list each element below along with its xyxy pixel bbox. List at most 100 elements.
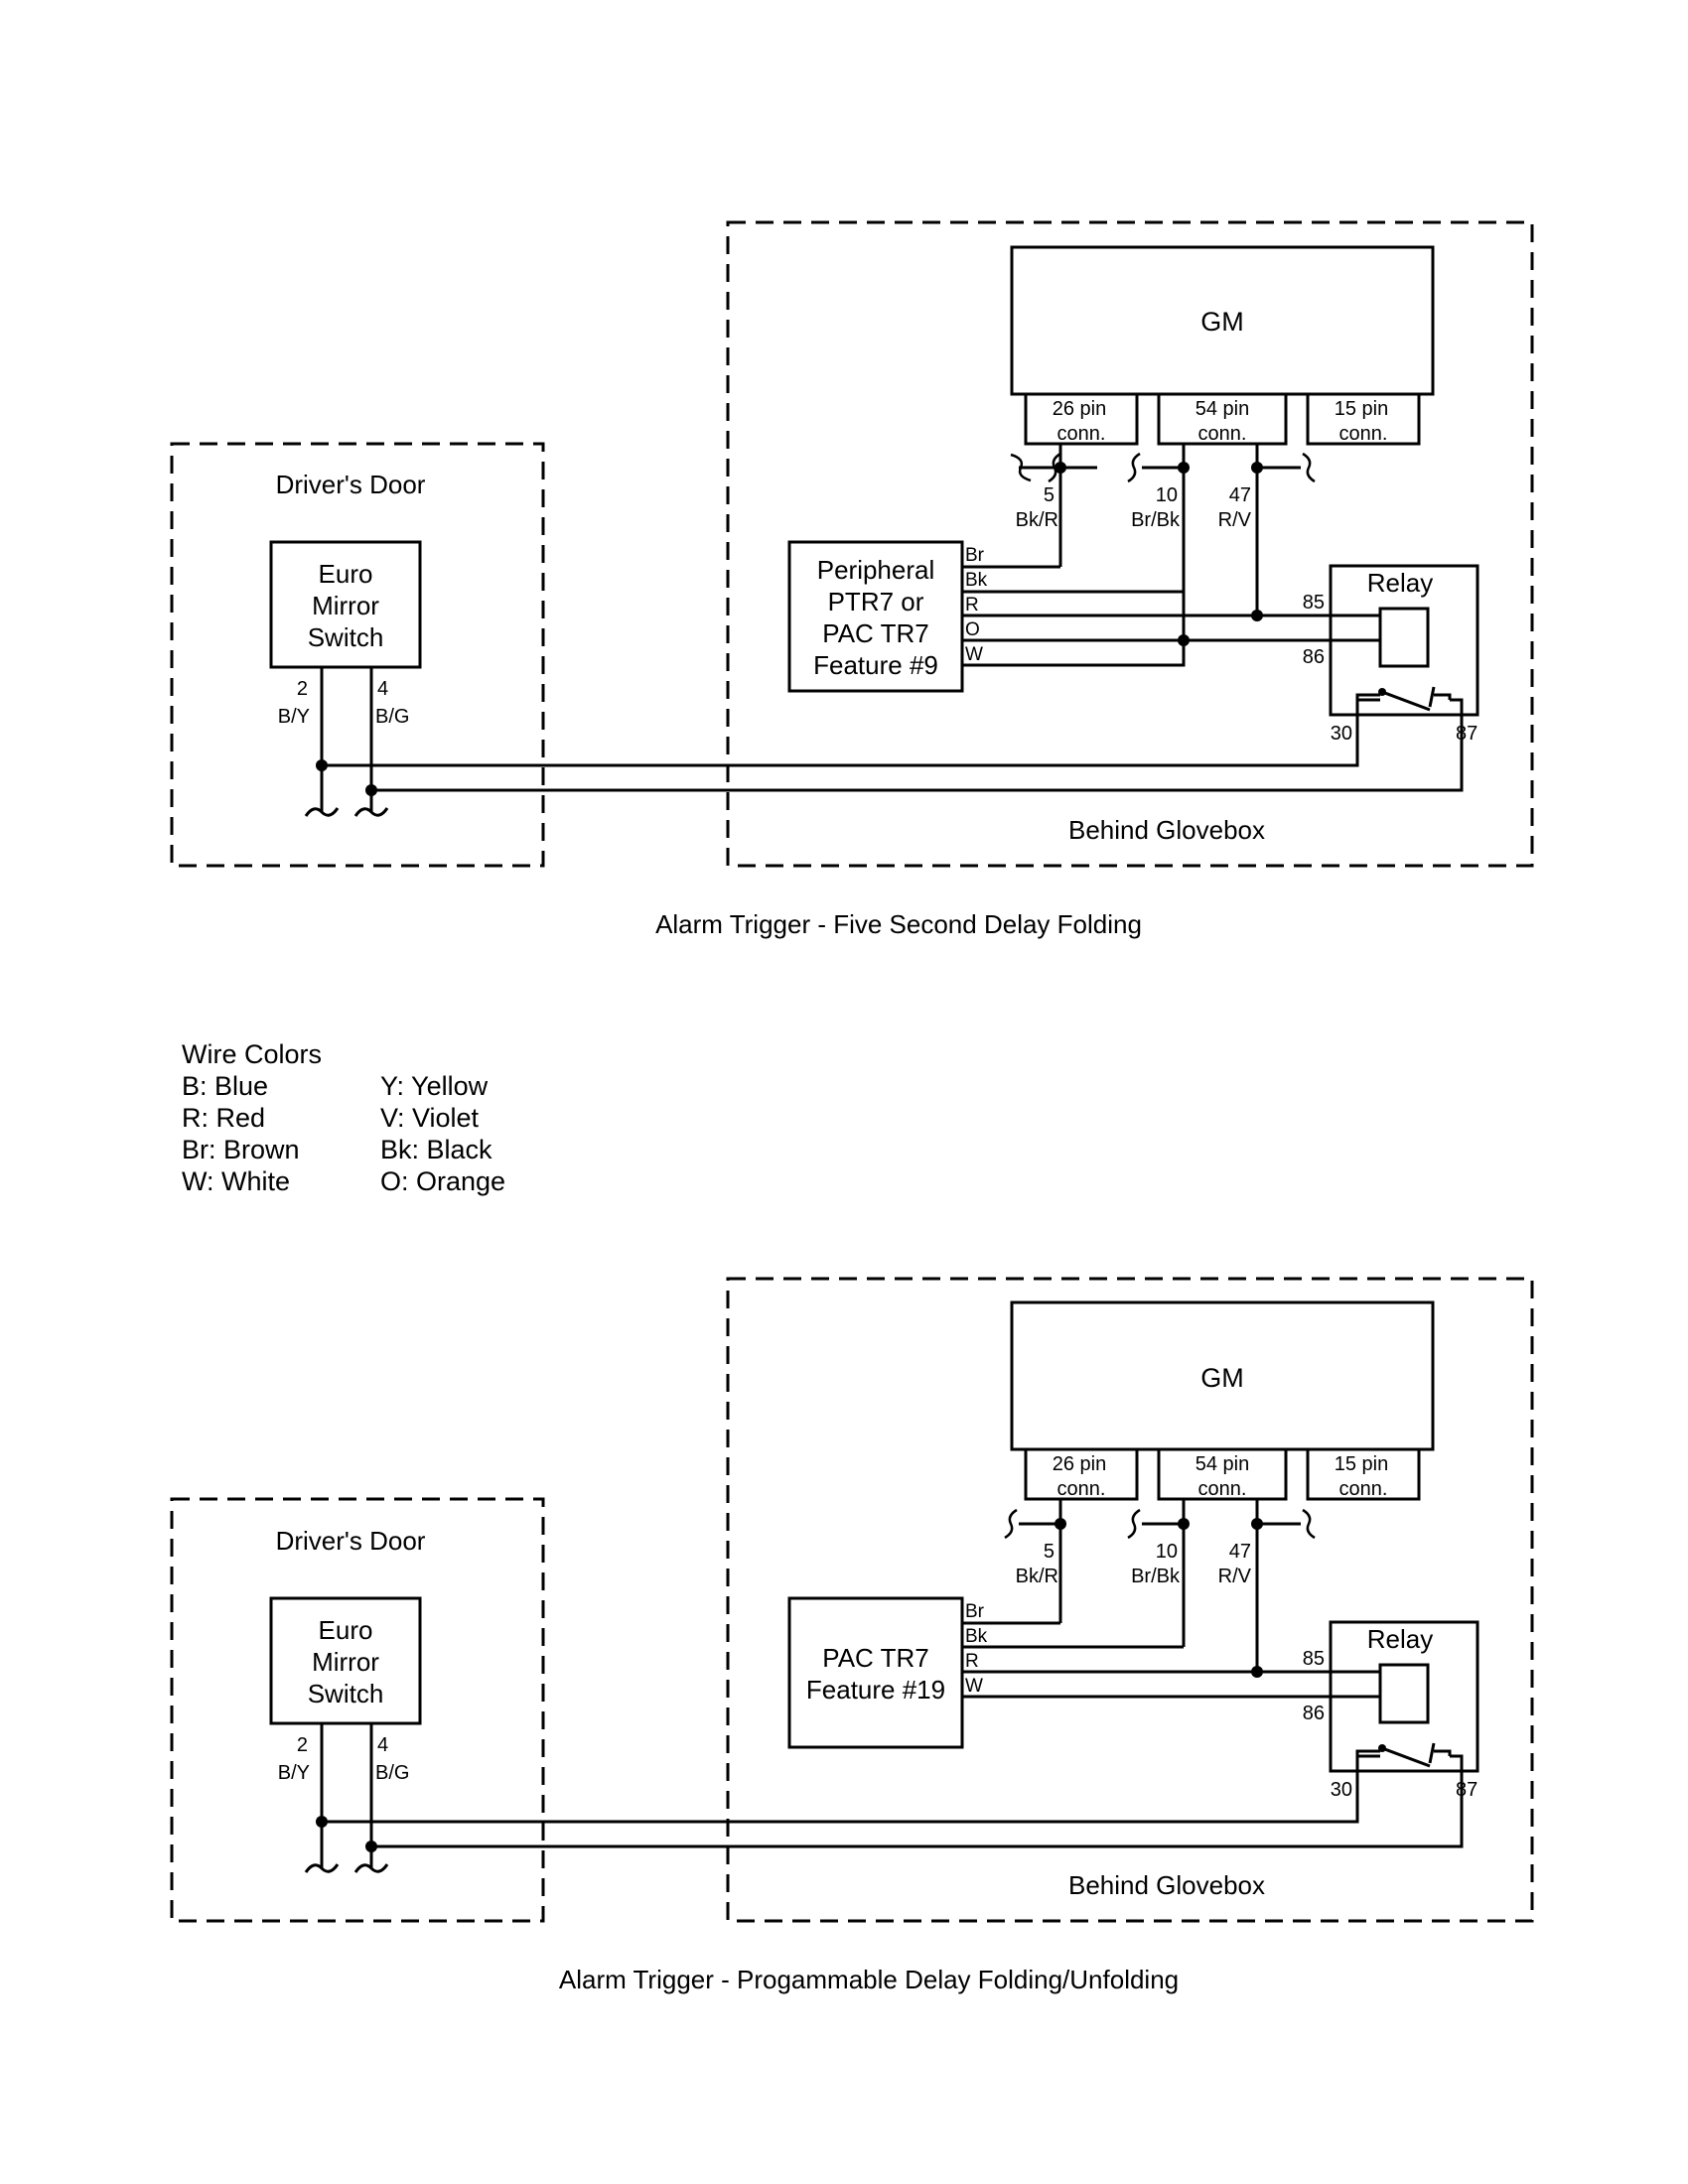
diagram-caption: Alarm Trigger - Five Second Delay Foldin… [655,909,1142,939]
junction-dot [1178,462,1190,474]
switch-label-line: Mirror [312,591,379,620]
module-label-line: PAC TR7 [822,618,928,648]
wire-break-symbol [353,807,389,817]
drivers-door-region [170,1497,545,1923]
gm-pin-color: Br/Bk [1131,509,1181,531]
glovebox-title: Behind Glovebox [1068,815,1265,845]
module-label-line: PTR7 or [828,587,924,616]
legend-entry: W: White [182,1166,291,1196]
legend-entry: O: Orange [380,1166,506,1196]
connector-54-pin [1157,1447,1288,1501]
connector-label: 15 pin [1335,1453,1389,1475]
wire-break-symbol [304,1863,340,1873]
wire-break-symbol [1302,1508,1316,1540]
switch-label-line: Switch [308,1679,384,1708]
relay-terminal: 86 [1303,1703,1325,1724]
switch-pin-color: B/Y [278,1762,310,1784]
drivers-door-title: Driver's Door [276,470,426,499]
connector-label: 26 pin [1053,398,1107,420]
gm-pin-color: R/V [1218,509,1252,531]
module-wire-label: W [965,644,983,665]
connector-label: conn. [1057,1478,1106,1500]
junction-dot [1251,1518,1263,1530]
gm-pin-number: 10 [1156,484,1178,506]
gm-pin-number: 47 [1229,1541,1251,1563]
glovebox-region [726,220,1534,868]
gm-pin-color: Br/Bk [1131,1566,1181,1587]
legend-entry: R: Red [182,1103,266,1133]
module-label-line: PAC TR7 [822,1643,928,1673]
junction-dot [1055,462,1066,474]
wire-to-relay-30 [322,1754,1380,1824]
gm-label: GM [1200,1363,1244,1393]
relay-contact-87 [1428,686,1436,708]
relay [1329,564,1479,717]
connector-26-pin [1024,392,1139,446]
module-label-line: Feature #19 [806,1675,945,1705]
diagram-five-second-delay: Driver's Door Euro Mirror Switch 2 B/Y 4… [170,220,1534,939]
switch-label-line: Euro [319,1615,373,1645]
connector-label: conn. [1057,423,1106,445]
connector-label: conn. [1198,1478,1247,1500]
wire-w [962,640,1186,667]
legend-entry: V: Violet [380,1103,480,1133]
module-wire-label: Br [965,545,985,566]
relay-coil [1378,607,1430,668]
connector-label: conn. [1198,423,1247,445]
connector-label: 54 pin [1196,1453,1250,1475]
connector-label: 15 pin [1335,398,1389,420]
relay-switch-arm [1381,690,1431,712]
relay [1329,1620,1479,1773]
connector-label: conn. [1339,1478,1388,1500]
legend-entry: Y: Yellow [380,1071,489,1101]
module-wire-label: Bk [965,1626,988,1647]
module-wire-label: O [965,619,980,640]
switch-label-line: Mirror [312,1647,379,1677]
relay-contact-87-lead [1434,693,1452,700]
relay-terminal: 87 [1456,1779,1477,1801]
junction-dot [1178,1518,1190,1530]
gm-pin-color: R/V [1218,1566,1252,1587]
wire-break-symbol [1127,452,1141,483]
relay-contact-87-lead [1434,1749,1452,1756]
relay-contact-30 [1355,1749,1380,1756]
glovebox-region [726,1277,1534,1923]
module-wire-label: Bk [965,570,988,591]
module-label-line: Feature #9 [813,650,938,680]
legend-entry: Br: Brown [182,1135,300,1164]
module-wire-label: R [965,595,979,615]
legend-entry: B: Blue [182,1071,269,1101]
connector-15-pin [1306,392,1421,446]
gm-label: GM [1200,307,1244,337]
wire-break-symbol [1127,1508,1141,1540]
wire-to-relay-87 [371,1754,1464,1848]
relay-terminal: 30 [1331,723,1352,745]
connector-label: conn. [1339,423,1388,445]
junction-dot [1251,1666,1263,1678]
gm-pin-color: Bk/R [1016,1566,1058,1587]
connector-15-pin [1306,1447,1421,1501]
wire-break-symbol [1004,1508,1018,1540]
switch-pin-color: B/G [375,706,409,728]
relay-terminal: 85 [1303,1648,1325,1670]
module-wire-label: Br [965,1601,985,1622]
diagram-programmable-delay: Driver's Door Euro Mirror Switch 2 B/Y 4… [170,1277,1534,1994]
module-wire-label: R [965,1651,979,1672]
connector-26-pin [1024,1447,1139,1501]
relay-switch-arm [1381,1746,1431,1768]
switch-label-line: Euro [319,559,373,589]
relay-label: Relay [1367,568,1433,598]
gm-pin-number: 5 [1044,1541,1055,1563]
connector-label: 26 pin [1053,1453,1107,1475]
gm-pin-number: 5 [1044,484,1055,506]
legend-row: Br: Brown Bk: Black [182,1134,505,1165]
module-label-line: Peripheral [817,555,935,585]
wire-to-relay-87 [371,698,1464,792]
connector-54-pin [1157,392,1288,446]
switch-pin-number: 4 [377,1734,388,1756]
switch-pin-number: 4 [377,678,388,700]
junction-dot [1251,610,1263,621]
junction-dot [1251,462,1263,474]
relay-terminal: 30 [1331,1779,1352,1801]
